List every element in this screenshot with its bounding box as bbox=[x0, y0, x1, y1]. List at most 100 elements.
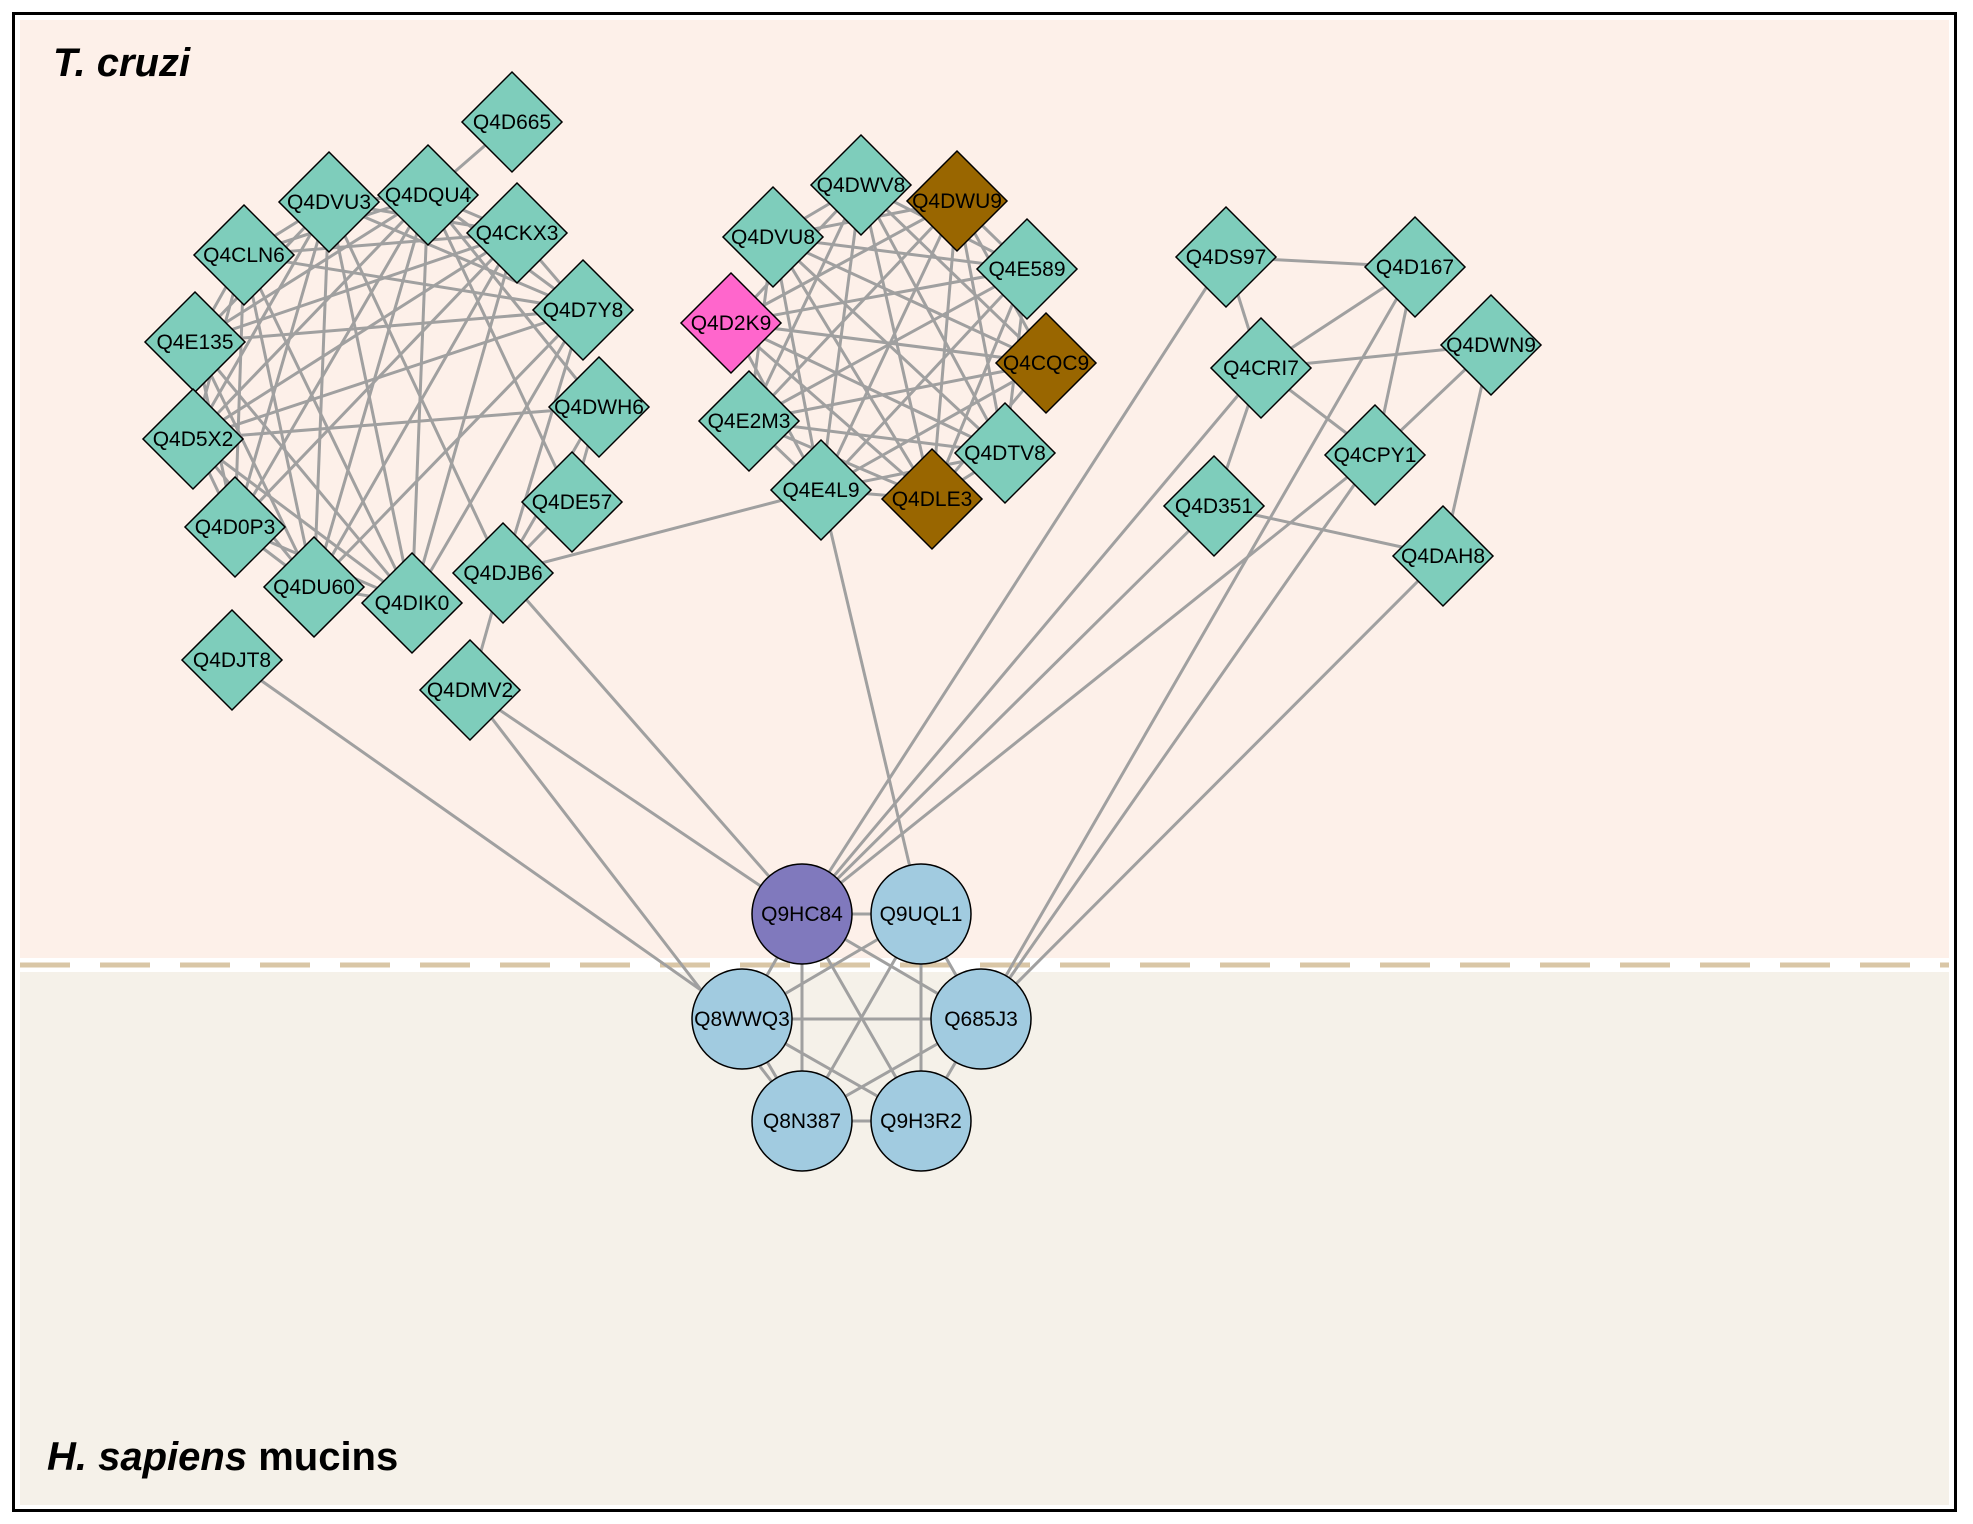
diamond-shape bbox=[994, 311, 1098, 415]
protein-node-Q4DWN9[interactable]: Q4DWN9 bbox=[1439, 293, 1543, 397]
protein-node-Q4D0P3[interactable]: Q4D0P3 bbox=[183, 475, 287, 579]
diamond-shape bbox=[451, 521, 555, 625]
edge-Q4E135-Q4DIK0 bbox=[193, 341, 414, 604]
diamond-shape bbox=[1323, 403, 1427, 507]
mucin-node-Q9UQL1[interactable]: Q9UQL1 bbox=[870, 863, 972, 965]
protein-node-Q4CKX3[interactable]: Q4CKX3 bbox=[465, 181, 569, 285]
edge-Q4CKX3-Q4E135 bbox=[194, 231, 518, 344]
protein-node-Q4DE57[interactable]: Q4DE57 bbox=[520, 450, 624, 554]
protein-node-Q4DJT8[interactable]: Q4DJT8 bbox=[180, 608, 284, 712]
diamond-shape bbox=[1391, 504, 1495, 608]
tcruzi-label: T. cruzi bbox=[53, 41, 191, 85]
node-label: Q4DLE3 bbox=[892, 488, 973, 511]
node-label: Q8WWQ3 bbox=[694, 1008, 790, 1031]
edge-Q4D5X2-Q4DIK0 bbox=[192, 437, 413, 605]
edge-Q4D167-Q685J3 bbox=[979, 266, 1417, 1020]
node-label: Q4D7Y8 bbox=[543, 299, 624, 322]
edge-Q4DVU3-Q4DJB6 bbox=[327, 201, 505, 574]
protein-node-Q4D351[interactable]: Q4D351 bbox=[1162, 454, 1266, 558]
protein-node-Q4DWH6[interactable]: Q4DWH6 bbox=[547, 355, 651, 459]
protein-node-Q4D665[interactable]: Q4D665 bbox=[460, 70, 564, 174]
protein-node-Q4DLE3[interactable]: Q4DLE3 bbox=[880, 447, 984, 551]
node-label: Q4D351 bbox=[1175, 495, 1253, 518]
mucin-node-Q8N387[interactable]: Q8N387 bbox=[751, 1070, 853, 1172]
diamond-shape bbox=[460, 70, 564, 174]
protein-node-Q4DMV2[interactable]: Q4DMV2 bbox=[418, 638, 522, 742]
edge-Q4DQU4-Q4DU60 bbox=[312, 194, 430, 588]
diamond-shape bbox=[809, 133, 913, 237]
node-label: Q4CRI7 bbox=[1223, 357, 1299, 380]
edge-Q4D2K9-Q4CQC9 bbox=[730, 321, 1047, 365]
protein-node-Q4DVU8[interactable]: Q4DVU8 bbox=[721, 185, 825, 289]
edge-Q4D7Y8-Q4E135 bbox=[194, 308, 584, 344]
edge-Q4DMV2-Q9HC84 bbox=[469, 688, 803, 916]
circle-shape bbox=[930, 968, 1032, 1070]
edge-Q4CPY1-Q685J3 bbox=[979, 454, 1377, 1020]
edge-Q4DJB6-Q9HC84 bbox=[501, 572, 804, 915]
protein-node-Q4DWU9[interactable]: Q4DWU9 bbox=[905, 149, 1009, 253]
protein-node-Q4E2M3[interactable]: Q4E2M3 bbox=[697, 369, 801, 473]
protein-node-Q4DS97[interactable]: Q4DS97 bbox=[1174, 205, 1278, 309]
node-label: Q4D665 bbox=[473, 111, 551, 134]
protein-node-Q4DJB6[interactable]: Q4DJB6 bbox=[451, 521, 555, 625]
edge-Q4E4L9-Q9UQL1 bbox=[819, 489, 923, 915]
mucin-node-Q9HC84[interactable]: Q9HC84 bbox=[751, 863, 853, 965]
edge-Q4DS97-Q9HC84 bbox=[800, 256, 1228, 915]
diamond-shape bbox=[141, 387, 245, 491]
edge-Q4DVU3-Q4DIK0 bbox=[327, 201, 414, 604]
protein-node-Q4E4L9[interactable]: Q4E4L9 bbox=[769, 438, 873, 542]
edge-Q4DVU8-Q4DLE3 bbox=[771, 236, 934, 500]
edge-Q4E589-Q4E4L9 bbox=[819, 267, 1029, 492]
protein-node-Q4DU60[interactable]: Q4DU60 bbox=[262, 535, 366, 639]
diamond-shape bbox=[1174, 205, 1278, 309]
diamond-shape bbox=[1439, 293, 1543, 397]
edge-Q4DJT8-Q8WWQ3 bbox=[231, 658, 743, 1021]
edge-Q4E589-Q4E2M3 bbox=[748, 267, 1028, 423]
node-label: Q4CKX3 bbox=[476, 222, 559, 245]
circle-shape bbox=[751, 1070, 853, 1172]
node-label: Q4E589 bbox=[988, 258, 1065, 281]
diamond-shape bbox=[679, 271, 783, 375]
protein-node-Q4D5X2[interactable]: Q4D5X2 bbox=[141, 387, 245, 491]
node-label: Q4DE57 bbox=[532, 491, 613, 514]
protein-node-Q4E589[interactable]: Q4E589 bbox=[975, 217, 1079, 321]
node-label: Q4DWV8 bbox=[817, 174, 906, 197]
diamond-shape bbox=[262, 535, 366, 639]
node-label: Q4DJB6 bbox=[463, 562, 542, 585]
protein-node-Q4CPY1[interactable]: Q4CPY1 bbox=[1323, 403, 1427, 507]
mucin-node-Q685J3[interactable]: Q685J3 bbox=[930, 968, 1032, 1070]
protein-node-Q4DVU3[interactable]: Q4DVU3 bbox=[277, 150, 381, 254]
diamond-shape bbox=[418, 638, 522, 742]
protein-node-Q4CQC9[interactable]: Q4CQC9 bbox=[994, 311, 1098, 415]
edge-Q4CLN6-Q4D7Y8 bbox=[243, 253, 584, 312]
edge-Q4E589-Q4DLE3 bbox=[930, 268, 1029, 500]
protein-node-Q4CLN6[interactable]: Q4CLN6 bbox=[192, 203, 296, 307]
diamond-shape bbox=[192, 203, 296, 307]
protein-node-Q4CRI7[interactable]: Q4CRI7 bbox=[1209, 316, 1313, 420]
node-label: Q4CQC9 bbox=[1003, 352, 1089, 375]
protein-node-Q4DIK0[interactable]: Q4DIK0 bbox=[360, 551, 464, 655]
diamond-shape bbox=[721, 185, 825, 289]
diamond-shape bbox=[520, 450, 624, 554]
diamond-shape bbox=[953, 401, 1057, 505]
protein-node-Q4D2K9[interactable]: Q4D2K9 bbox=[679, 271, 783, 375]
node-label: Q4CPY1 bbox=[1334, 444, 1417, 467]
diamond-shape bbox=[376, 143, 480, 247]
edge-Q4DQU4-Q4DWH6 bbox=[426, 194, 601, 408]
edge-Q4DQU4-Q4D5X2 bbox=[191, 193, 430, 441]
node-label: Q4DIK0 bbox=[375, 592, 450, 615]
node-label: Q4D0P3 bbox=[195, 516, 276, 539]
node-label: Q4DAH8 bbox=[1401, 545, 1485, 568]
protein-node-Q4D7Y8[interactable]: Q4D7Y8 bbox=[531, 258, 635, 362]
protein-node-Q4E135[interactable]: Q4E135 bbox=[143, 290, 247, 394]
node-label: Q4DWH6 bbox=[554, 396, 644, 419]
edge-Q4DVU8-Q4CQC9 bbox=[772, 235, 1047, 365]
edge-Q4E135-Q4DU60 bbox=[193, 341, 316, 588]
mucin-node-Q8WWQ3[interactable]: Q8WWQ3 bbox=[691, 968, 793, 1070]
protein-node-Q4DAH8[interactable]: Q4DAH8 bbox=[1391, 504, 1495, 608]
mucin-node-Q9H3R2[interactable]: Q9H3R2 bbox=[870, 1070, 972, 1172]
protein-node-Q4D167[interactable]: Q4D167 bbox=[1363, 215, 1467, 319]
protein-node-Q4DWV8[interactable]: Q4DWV8 bbox=[809, 133, 913, 237]
protein-node-Q4DQU4[interactable]: Q4DQU4 bbox=[376, 143, 480, 247]
protein-node-Q4DTV8[interactable]: Q4DTV8 bbox=[953, 401, 1057, 505]
